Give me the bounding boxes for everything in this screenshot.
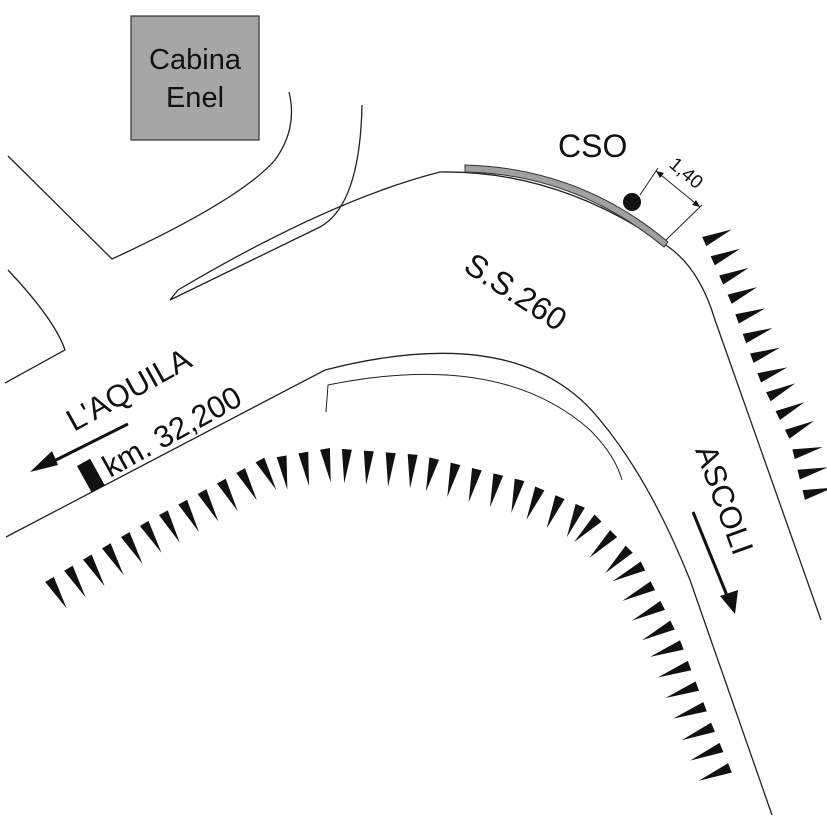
hachure-mark (775, 402, 805, 421)
hachure-mark (681, 722, 715, 741)
cso-platform (464, 164, 669, 248)
hachure-mark (657, 660, 692, 678)
ascoli-arrow-shaft (691, 511, 730, 599)
hachure-mark (673, 702, 707, 719)
hachure-mark (642, 620, 675, 641)
ascoli-label: ASCOLI (688, 440, 760, 559)
main-road-south-edge (5, 352, 773, 816)
hachure-mark (489, 473, 504, 508)
hachure-mark (139, 520, 162, 553)
building-label-line2: Enel (166, 82, 224, 114)
building-label-line1: Cabina (149, 44, 242, 76)
hachure-mark (784, 420, 814, 439)
hachure-mark (320, 448, 331, 483)
dimension-marker: 1,40 (639, 154, 707, 241)
hachure-mark (589, 530, 618, 558)
hachure-mark (526, 486, 545, 520)
direction-ascoli: ASCOLI (688, 440, 760, 614)
hachure-mark (727, 287, 758, 304)
hachure-mark (797, 467, 827, 480)
hachure-mark (650, 640, 684, 657)
side-road-edge-north (7, 91, 293, 260)
cso-label: CSO (558, 128, 627, 164)
cabina-enel-building: Cabina Enel (130, 15, 260, 141)
hachure-mark (120, 532, 143, 564)
hachure-mark (622, 581, 656, 601)
hachure-mark (574, 514, 602, 543)
hachure-mark (83, 554, 105, 587)
hachure-mark (255, 457, 277, 490)
hachure-mark (612, 561, 646, 582)
main-road-north-edge (169, 171, 822, 621)
hachure-mark (698, 763, 732, 781)
cso-station-marker (623, 193, 641, 211)
hachure-mark (236, 468, 257, 501)
km-post-icon (77, 458, 105, 493)
hachure-mark (766, 383, 796, 402)
hachure-mark (276, 455, 288, 490)
hachure-mark (64, 565, 86, 598)
road-name-label: S.S.260 (458, 246, 573, 338)
lay-by-line (325, 373, 623, 481)
hachure-mark (792, 446, 823, 460)
hachure-mark (341, 448, 352, 484)
ascoli-arrowhead-icon (720, 590, 738, 614)
hachure-mark (802, 488, 827, 500)
hachure-mark (757, 367, 788, 383)
hachure-mark (407, 454, 418, 489)
embankment-hachures-east (702, 229, 827, 500)
hachure-mark (605, 545, 633, 574)
hachure-mark (632, 600, 665, 621)
hachure-mark (690, 742, 724, 761)
hachure-mark (719, 267, 749, 285)
hachure-mark (447, 462, 461, 497)
hachure-mark (425, 457, 440, 492)
hachure-mark (665, 681, 700, 699)
hachure-mark (710, 248, 741, 266)
hachure-mark (735, 308, 766, 324)
side-road-edge-inner (169, 104, 363, 301)
dimension-label: 1,40 (665, 154, 707, 194)
hachure-mark (750, 347, 780, 363)
hachure-mark (158, 510, 180, 543)
hachure-mark (546, 495, 565, 529)
hachure-mark (101, 543, 124, 576)
hachure-mark (216, 478, 238, 511)
hachure-mark (566, 503, 585, 538)
embankment-hachures-south (45, 448, 732, 781)
hachure-mark (385, 452, 396, 487)
hachure-mark (702, 229, 732, 247)
hachure-mark (45, 576, 67, 609)
side-road-edge-west (4, 269, 66, 384)
hachure-mark (178, 499, 199, 533)
hachure-mark (511, 478, 525, 513)
laquila-arrowhead-icon (30, 451, 58, 472)
hachure-mark (742, 328, 773, 344)
hachure-mark (197, 489, 219, 522)
hachure-mark (298, 451, 310, 487)
hachure-mark (468, 468, 482, 503)
laquila-arrow-shaft (43, 422, 129, 468)
hachure-mark (363, 450, 374, 485)
